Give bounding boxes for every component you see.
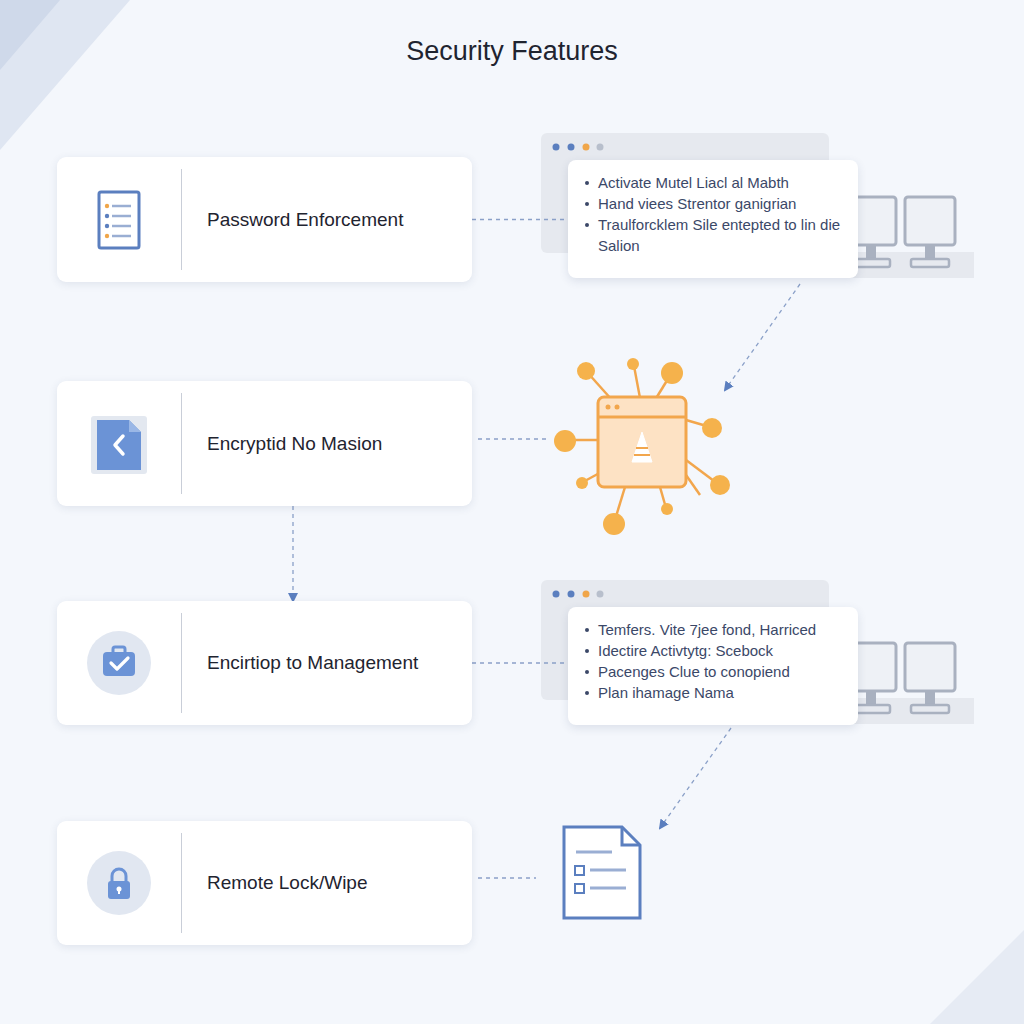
bullet-text: Idectire Activtytg: Scebock <box>582 640 842 661</box>
network-icon <box>554 358 730 535</box>
bullet-text: Temfers. Vite 7jee fond, Harriced <box>582 619 842 640</box>
bullet-text: Pacenges Clue to conopiend <box>582 661 842 682</box>
corner-shape <box>0 0 60 70</box>
divider <box>181 169 182 270</box>
dashed-connector <box>292 506 293 601</box>
card-label: Remote Lock/Wipe <box>207 872 460 894</box>
divider <box>181 393 182 494</box>
feature-card: Encirtiop to Management <box>57 601 472 725</box>
dashed-connector <box>472 662 568 663</box>
leader-line <box>478 284 800 878</box>
bullet-text: Activate Mutel Liacl al Mabth <box>582 172 842 193</box>
divider <box>181 613 182 713</box>
divider <box>181 833 182 933</box>
card-label: Encirtiop to Management <box>207 652 460 674</box>
info-window: Activate Mutel Liacl al MabthHand viees … <box>568 160 858 278</box>
dashed-connector <box>472 219 568 220</box>
feature-icon <box>85 410 153 478</box>
feature-card: Remote Lock/Wipe <box>57 821 472 945</box>
corner-shape <box>930 930 1024 1024</box>
bullet-text: Traulforcklem Sile entepted to lin die S… <box>582 214 842 256</box>
bullet-text: Plan ihamage Nama <box>582 682 842 703</box>
document-icon <box>564 827 640 918</box>
feature-icon <box>85 629 153 697</box>
card-label: Encryptid No Masion <box>207 433 460 455</box>
bullet-text: Hand viees Strentor ganigrian <box>582 193 842 214</box>
card-label: Password Enforcement <box>207 209 460 231</box>
info-window: Temfers. Vite 7jee fond, HarricedIdectir… <box>568 607 858 725</box>
feature-icon <box>85 186 153 254</box>
corner-shape <box>0 0 130 150</box>
feature-icon <box>85 849 153 917</box>
feature-card: Encryptid No Masion <box>57 381 472 506</box>
diagram-title: Security Features <box>0 36 1024 67</box>
feature-card: Password Enforcement <box>57 157 472 282</box>
